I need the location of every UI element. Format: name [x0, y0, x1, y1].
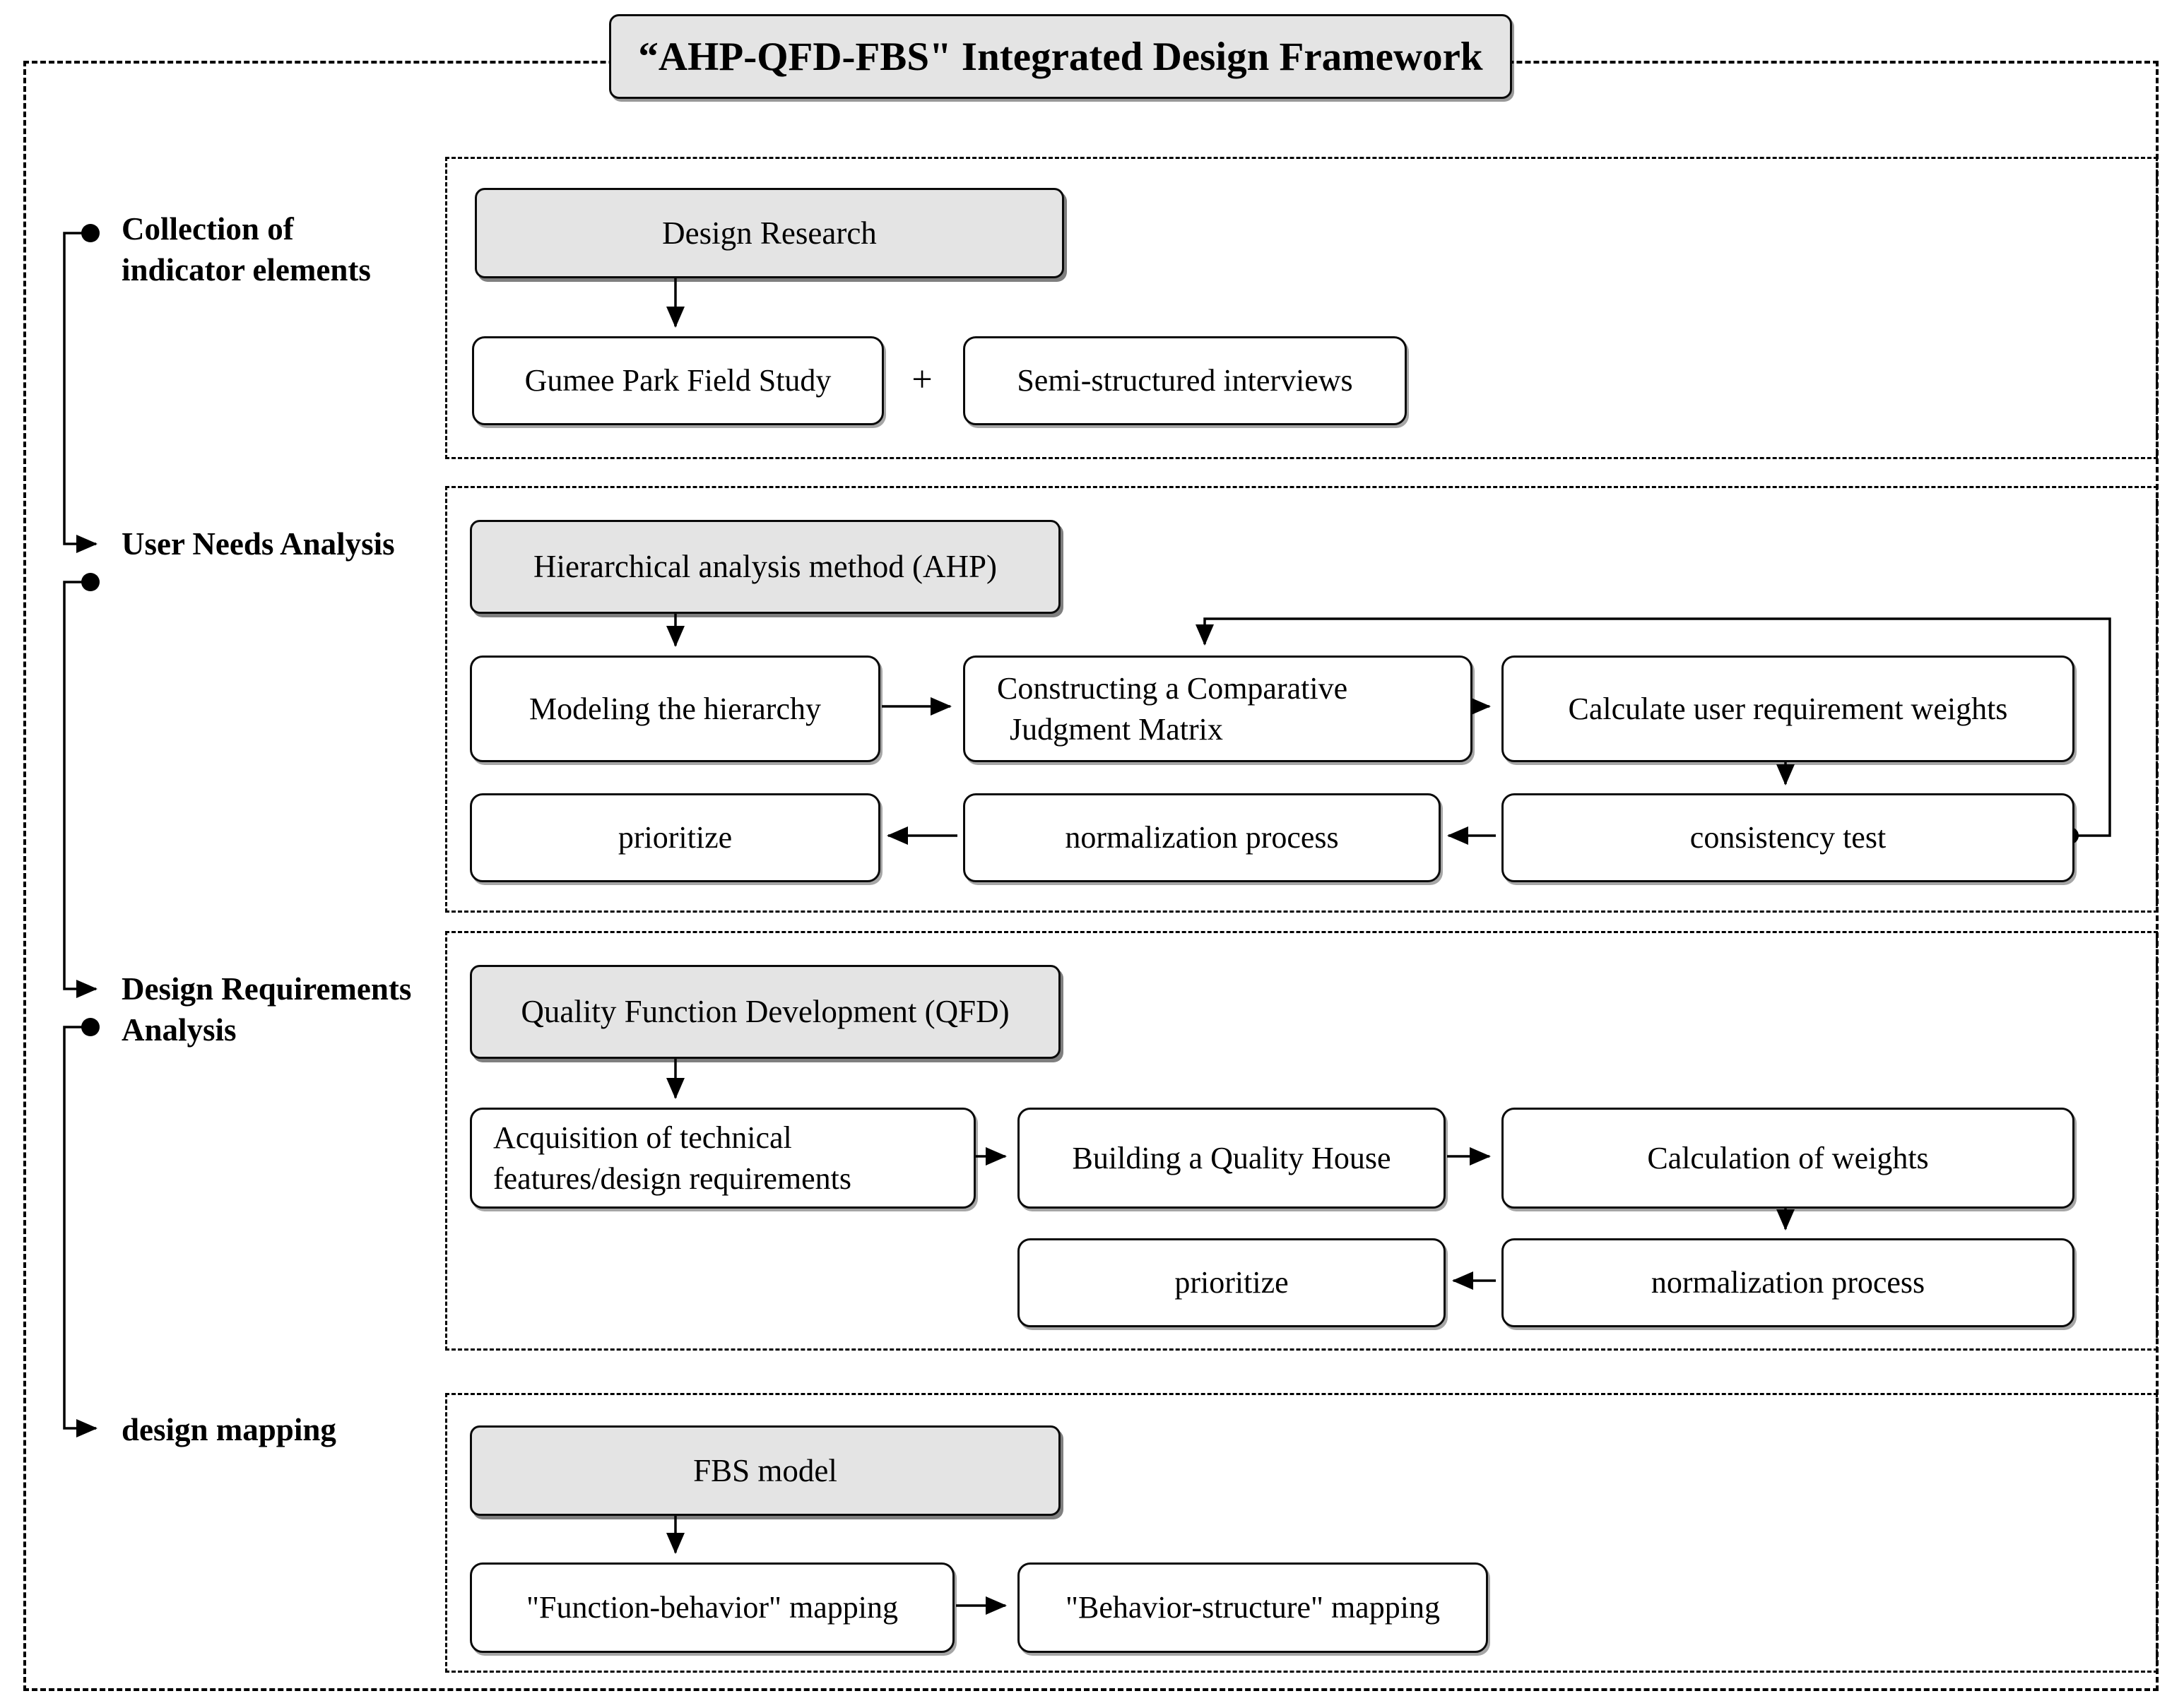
panel-ahp [445, 486, 2158, 913]
consistency-test-box: consistency test [1501, 793, 2074, 882]
behavior-structure-box: "Behavior-structure" mapping [1017, 1562, 1488, 1653]
judgment-matrix-line: Constructing a Comparative [997, 671, 1348, 706]
ahp-prioritize-box: prioritize [470, 793, 880, 882]
judgment-matrix-box: Constructing a Comparative Judgment Matr… [963, 656, 1472, 762]
qfd-normalization-box: normalization process [1501, 1238, 2074, 1327]
panel-qfd [445, 931, 2158, 1351]
calculation-weights-box: Calculation of weights [1501, 1108, 2074, 1209]
modeling-hierarchy-box: Modeling the hierarchy [470, 656, 880, 762]
qfd-header-box: Quality Function Development (QFD) [470, 965, 1061, 1059]
quality-house-box: Building a Quality House [1017, 1108, 1446, 1209]
stage-label-line: User Needs Analysis [122, 526, 395, 562]
acquisition-line: features/design requirements [493, 1161, 852, 1196]
fbs-header-box: FBS model [470, 1425, 1061, 1516]
stage-label-line: design mapping [122, 1412, 336, 1447]
stage-label-user-needs: User Needs Analysis [122, 524, 395, 565]
calc-user-weights-box: Calculate user requirement weights [1501, 656, 2074, 762]
acquisition-line: Acquisition of technical [493, 1120, 792, 1156]
stage-label-collection: Collection of indicator elements [122, 209, 371, 290]
plus-sign: + [911, 359, 933, 400]
field-study-box: Gumee Park Field Study [472, 336, 884, 425]
stage-label-design-mapping: design mapping [122, 1410, 336, 1451]
stage-label-line: Analysis [122, 1012, 237, 1048]
panel-design-research [445, 157, 2158, 459]
judgment-matrix-line: Judgment Matrix [1010, 711, 1223, 747]
page-title: “AHP-QFD-FBS" Integrated Design Framewor… [609, 14, 1512, 99]
stage-label-line: indicator elements [122, 251, 371, 287]
panel-fbs [445, 1393, 2158, 1673]
ahp-header-box: Hierarchical analysis method (AHP) [470, 520, 1061, 614]
ahp-normalization-box: normalization process [963, 793, 1441, 882]
function-behavior-box: "Function-behavior" mapping [470, 1562, 955, 1653]
interviews-box: Semi-structured interviews [963, 336, 1407, 425]
design-research-header-box: Design Research [475, 188, 1064, 278]
stage-label-line: Collection of [122, 211, 294, 247]
qfd-prioritize-box: prioritize [1017, 1238, 1446, 1327]
stage-label-design-requirements: Design Requirements Analysis [122, 969, 411, 1050]
acquisition-box: Acquisition of technical features/design… [470, 1108, 976, 1209]
stage-label-line: Design Requirements [122, 971, 412, 1007]
